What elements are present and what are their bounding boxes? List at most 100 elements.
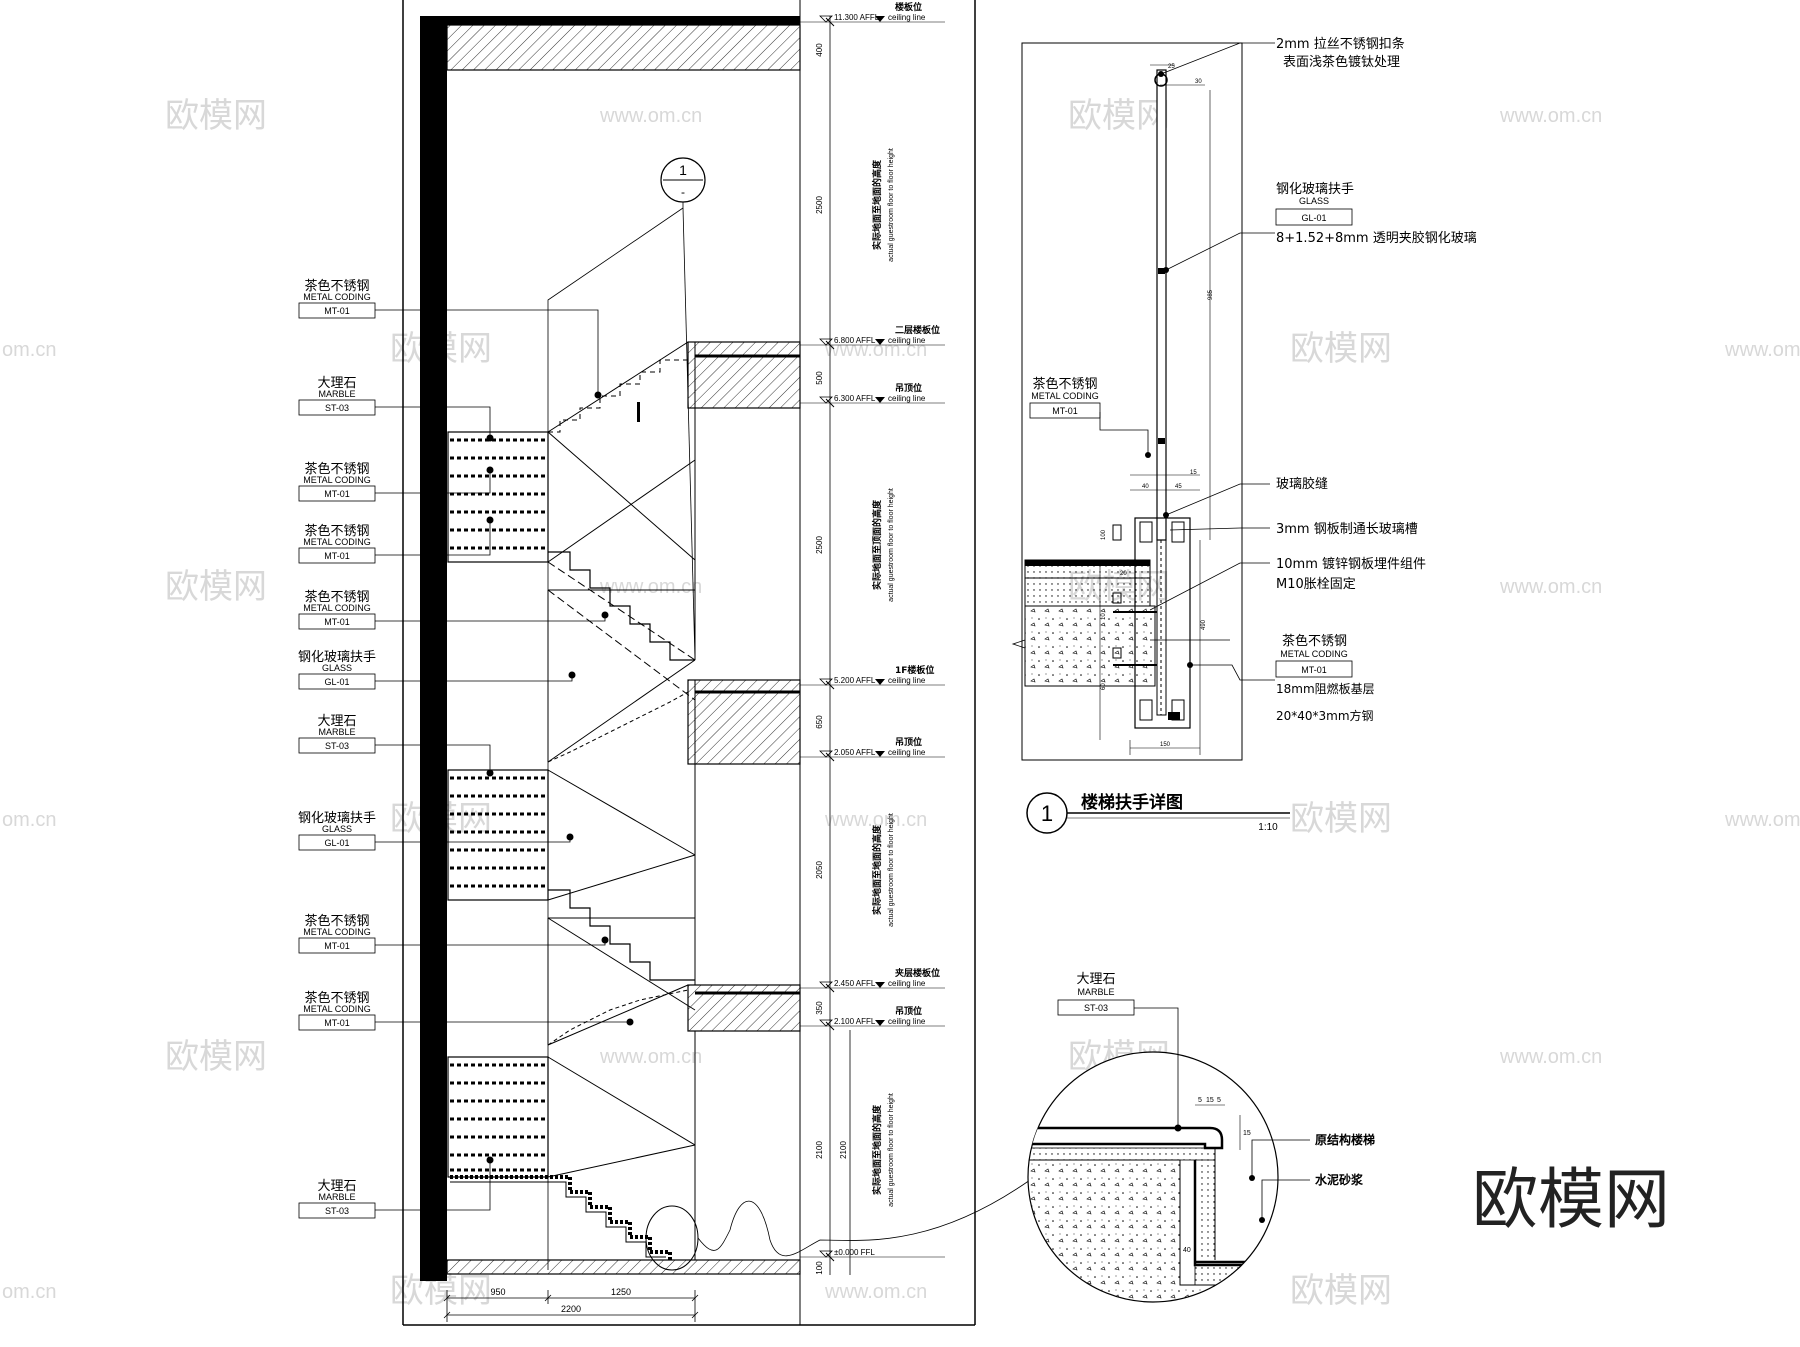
detail-title: 楼梯扶手详图 [1081,792,1183,813]
watermark-url: om.cn [2,1281,56,1303]
detail-frame [1021,42,1243,761]
detail-left-label-code: MT-01 [1052,406,1078,416]
marble-panel [447,431,549,563]
circle-dim: 15 [1243,1130,1251,1137]
material-label-en: METAL CODING [303,292,371,302]
dim-10: 10 [1101,613,1107,620]
glass-panel [1156,69,1167,541]
note-steel-tube: 20*40*3mm方钢 [1276,708,1374,723]
dim-40: 40 [1142,484,1149,490]
material-code-box [298,834,376,851]
material-code-box [298,1014,376,1031]
level-value: 2.450 AFFL [834,979,876,988]
vertical-dimension [829,16,851,1275]
material-label-cn: 大理石 [317,1179,356,1194]
leader-line [375,940,606,946]
dim-45: 45 [1175,484,1182,490]
leader-line [375,520,491,556]
level-en: ceiling line [888,13,926,22]
material-code: MT-01 [324,306,350,316]
level-value: 5.200 AFFL [834,676,876,685]
vertical-note-en: actual guestroom floor to floor height [888,488,895,602]
vertical-note-cn: 实际地面至顶面的高度 [871,499,883,590]
stair-flights [547,341,696,1260]
note-cap-finish: 表面浅茶色镀钛处理 [1283,54,1400,70]
material-code: GL-01 [324,677,349,687]
leader-line [375,675,573,682]
dim-30: 30 [1195,79,1202,85]
top-slab [446,24,801,71]
material-label-cn: 茶色不锈钢 [304,523,369,539]
level-name: 1F楼板位 [895,664,934,676]
material-code-box [298,547,376,564]
note-anchor-bolt: M10胀栓固定 [1276,577,1356,592]
dim-1250: 1250 [611,1287,631,1297]
callout-sheet: - [681,185,685,199]
circle-dim: 5 [1217,1097,1221,1104]
vertical-note-cn: 实际地面至地面的高度 [871,159,883,250]
material-label-en: METAL CODING [303,1004,371,1014]
level-name: 吊顶位 [895,1005,922,1017]
material-label-en: GLASS [322,663,352,673]
material-label-cn: 茶色不锈钢 [304,589,369,605]
watermark-url: www.om.cn [1724,339,1800,361]
circle-dim: 15 [1206,1097,1214,1104]
vertical-note-en: actual guestroom floor to floor height [888,813,895,927]
watermark-url: www.om.cn [599,576,702,598]
material-code: MT-01 [324,1018,350,1028]
leader-line [375,615,606,622]
material-code: MT-01 [324,489,350,499]
elevation-frame [402,0,976,1326]
leader-dot [486,434,494,442]
leader-dot [486,466,494,474]
vertical-dim-value: 2050 [815,861,824,879]
note-glass-code: GL-01 [1301,213,1326,223]
structural-wall [420,16,447,1281]
detail-left-label-cn: 茶色不锈钢 [1032,376,1097,392]
level-marker: ±0.000 FFL [800,1248,945,1262]
watermark-url: www.om.cn [824,809,927,831]
leader-line [375,744,491,773]
watermark-brand: 欧模网 [1290,1271,1392,1311]
level-en: ceiling line [888,676,926,685]
material-code: MT-01 [324,617,350,627]
dim-20: 20 [1120,571,1127,577]
note-glass-handrail: 钢化玻璃扶手 [1276,182,1354,197]
detail-left-label-en: METAL CODING [1031,391,1099,401]
leader-dot [594,391,602,399]
note-cap-strip: 2mm 拉丝不锈钢扣条 [1276,36,1405,52]
level-en: ceiling line [888,748,926,757]
watermark-brand: 欧模网 [165,96,267,136]
callout-number: 1 [679,162,687,178]
material-code-box [298,673,376,690]
diagonal-x [547,431,696,561]
leader-dot [486,1156,494,1164]
level-en: ceiling line [888,979,926,988]
material-label-en: GLASS [322,824,352,834]
detail-scale: 1:10 [1258,822,1278,833]
watermark-brand: 欧模网 [165,567,267,607]
material-label-en: MARBLE [318,727,355,737]
circle-label-cn: 大理石 [1076,972,1115,987]
watermark-url: www.om.cn [1724,809,1800,831]
circle-label-en: MARBLE [1077,987,1114,997]
material-code-box [298,737,376,754]
dim-2200: 2200 [561,1304,581,1314]
dim-950: 950 [490,1287,505,1297]
leader-dot [486,516,494,524]
circle-note-structure: 原结构楼梯 [1315,1132,1375,1147]
dim-150: 150 [1160,742,1171,748]
level-name: 吊顶位 [895,382,922,394]
material-code-box [298,399,376,416]
note-laminated-glass: 8+1.52+8mm 透明夹胶钢化玻璃 [1276,230,1477,246]
